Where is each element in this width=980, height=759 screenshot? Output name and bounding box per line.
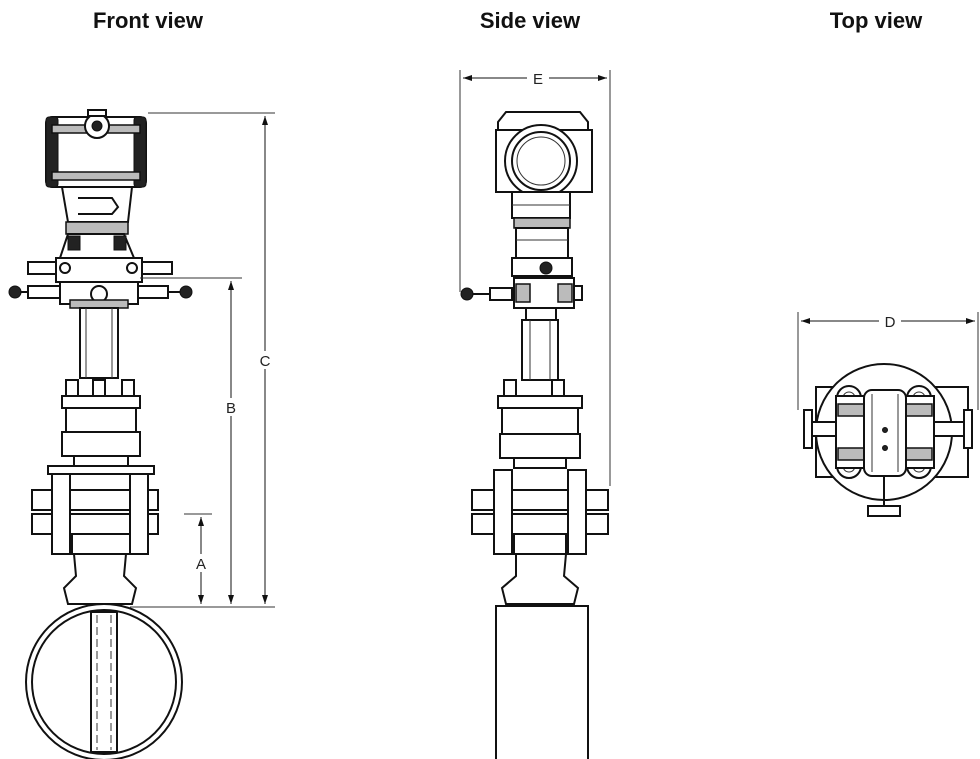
front-flanges (31, 465, 159, 605)
front-manifold (8, 257, 193, 309)
front-dimensions (130, 112, 275, 608)
top-dimensions (797, 311, 979, 410)
side-view-drawing (459, 68, 611, 759)
side-manifold (460, 277, 583, 321)
front-stem (61, 307, 141, 467)
dimension-a-label: A (196, 556, 206, 573)
side-dimensions (459, 68, 611, 486)
side-transmitter-housing (495, 111, 593, 277)
front-transmitter-housing (45, 109, 147, 259)
top-view-drawing (797, 311, 979, 517)
top-view-title: Top view (829, 8, 923, 33)
front-view-title: Front view (92, 8, 204, 33)
side-pipe (495, 605, 589, 759)
dimension-e-label: E (533, 71, 543, 88)
side-view-title: Side view (479, 8, 581, 33)
side-stem (497, 319, 583, 469)
dimension-b-label: B (226, 400, 236, 417)
side-flanges (471, 469, 609, 605)
dimension-d-label: D (885, 314, 896, 331)
front-pipe-section (25, 603, 183, 759)
front-view-drawing (8, 109, 275, 759)
dimension-c-label: C (260, 353, 271, 370)
